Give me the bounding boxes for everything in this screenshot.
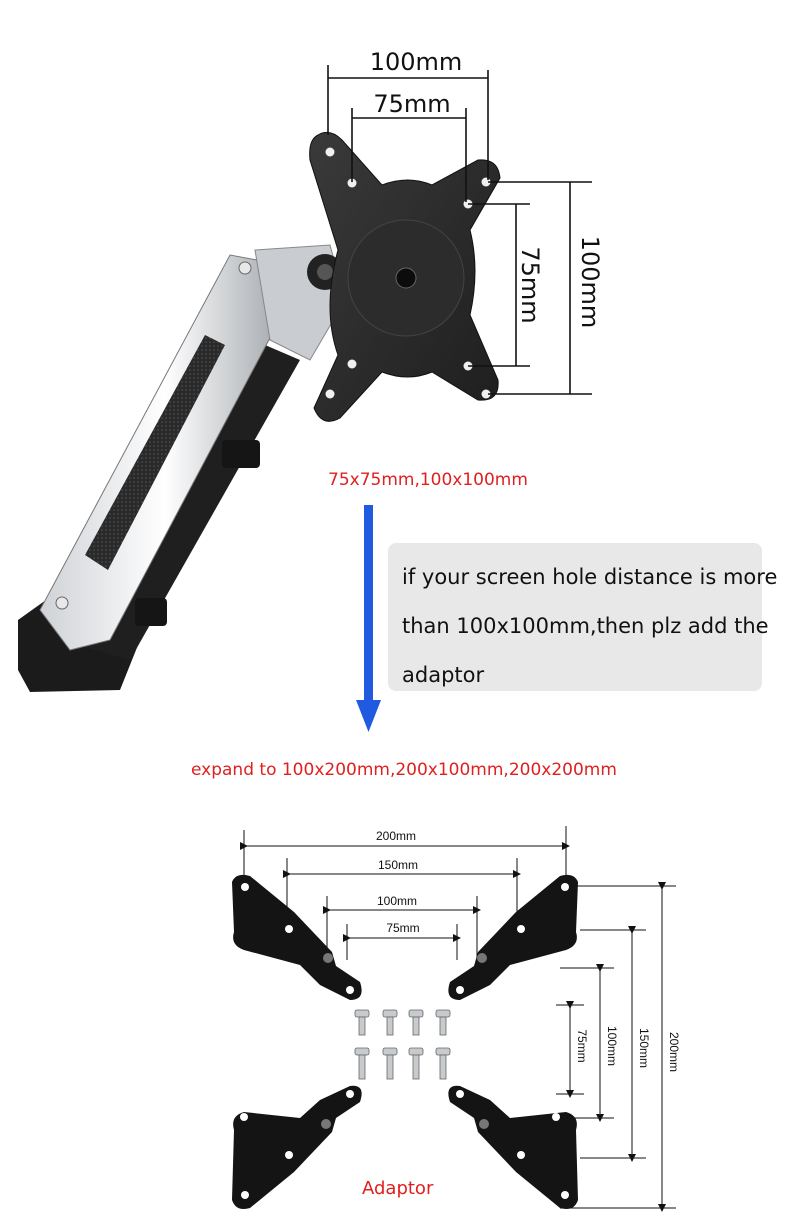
vesa-plate-illustration xyxy=(309,131,501,422)
expand-caption: expand to 100x200mm,200x100mm,200x200mm xyxy=(191,760,617,780)
dim-label-75mm-vertical: 75mm xyxy=(516,246,544,323)
dim-label-75mm-horizontal: 75mm xyxy=(373,90,450,118)
dim-label-100mm-horizontal: 100mm xyxy=(370,48,463,76)
adaptor-dim-200mm-vertical: 200mm xyxy=(667,1032,681,1072)
note-line-3: adaptor xyxy=(402,663,485,687)
down-arrow xyxy=(356,505,381,732)
adaptor-bracket-top-left xyxy=(232,874,362,1000)
adaptor-dim-150mm-horizontal: 150mm xyxy=(378,858,418,872)
adaptor-dim-75mm-vertical: 75mm xyxy=(575,1029,589,1062)
vesa-size-caption: 75x75mm,100x100mm xyxy=(328,470,528,490)
note-line-1: if your screen hole distance is more xyxy=(402,565,778,589)
adaptor-dim-75mm-horizontal: 75mm xyxy=(386,921,419,935)
adaptor-dim-150mm-vertical: 150mm xyxy=(637,1028,651,1068)
adaptor-bracket-bottom-left xyxy=(232,1085,362,1209)
adaptor-note-box: if your screen hole distance is more tha… xyxy=(388,543,778,691)
adaptor-bracket-top-right xyxy=(448,874,578,1000)
adaptor-dim-200mm-horizontal: 200mm xyxy=(376,829,416,843)
adaptor-caption: Adaptor xyxy=(362,1178,434,1199)
top-dimension-lines xyxy=(327,65,592,395)
dim-label-100mm-vertical: 100mm xyxy=(576,236,604,329)
note-line-2: than 100x100mm,then plz add the xyxy=(402,614,769,638)
screws-set xyxy=(354,1009,451,1080)
monitor-arm-illustration xyxy=(18,244,346,692)
adaptor-bracket-bottom-right xyxy=(448,1085,578,1209)
adaptor-dim-100mm-horizontal: 100mm xyxy=(377,894,417,908)
adaptor-dim-100mm-vertical: 100mm xyxy=(605,1026,619,1066)
